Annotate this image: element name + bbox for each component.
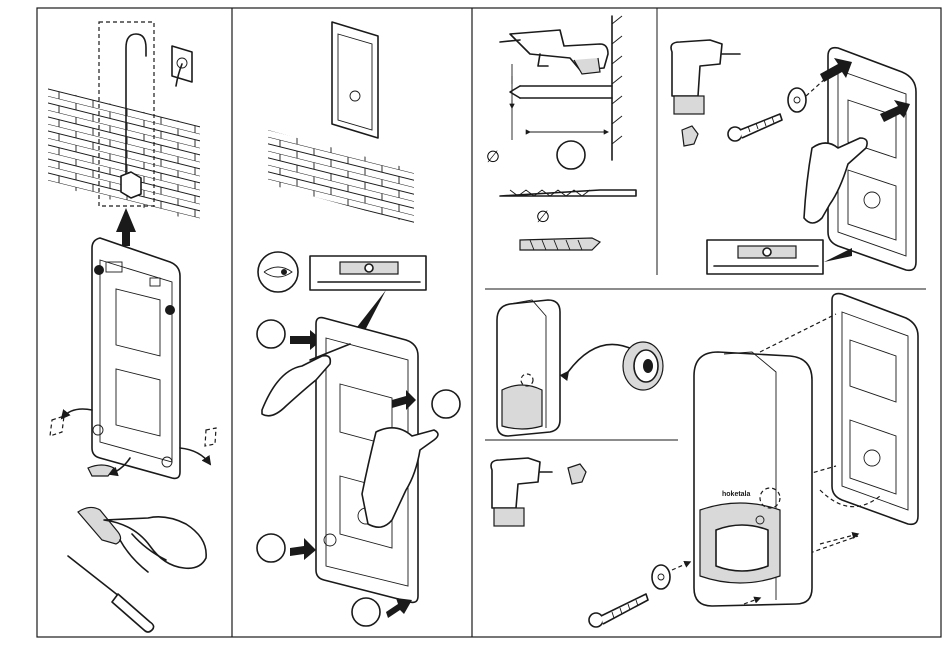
screw-icon	[728, 114, 782, 141]
panel-prepare-backplate	[48, 22, 216, 632]
depth-circle	[557, 141, 585, 169]
charger-housing-small	[497, 300, 560, 436]
step-circle-1	[257, 320, 322, 350]
cutting-pliers-icon	[78, 507, 206, 572]
up-arrow-icon	[116, 208, 136, 246]
masonry-drill-bit-icon	[500, 190, 636, 196]
spirit-level-icon-2	[707, 240, 852, 274]
panel-screw-backplate	[671, 40, 916, 274]
charger-housing-large	[694, 352, 812, 606]
brand-logo-text: hoketala	[722, 491, 751, 498]
brick-wall	[268, 130, 414, 224]
mounted-backplate-2	[832, 294, 918, 525]
screw-icon-2	[589, 594, 648, 627]
backplate-on-wall	[332, 22, 378, 138]
screwdriver-bit-icon	[682, 126, 698, 146]
panel-drill-holes: ∅ ∅	[486, 16, 636, 250]
wall-section	[612, 16, 622, 160]
diameter-symbol-2: ∅	[536, 209, 550, 226]
washer-icon	[788, 88, 806, 112]
step-circle-4	[352, 598, 412, 626]
screwdriver-bit-icon-2	[568, 464, 586, 484]
grommet-icon	[623, 342, 663, 390]
spirit-level-icon	[310, 256, 426, 290]
diameter-symbol: ∅	[486, 149, 500, 166]
wall-socket-icon	[172, 46, 192, 86]
panel-mark-holes	[257, 22, 460, 626]
wall-plug-icon	[520, 238, 600, 250]
cordless-drill-icon-2	[491, 458, 552, 526]
cordless-drill-icon	[671, 40, 740, 114]
backplate	[92, 238, 180, 478]
hammer-drill-icon	[500, 30, 608, 74]
step-circle-3	[257, 534, 316, 562]
washer-icon-2	[652, 565, 670, 589]
eye-icon	[258, 252, 298, 292]
screw-path-line	[806, 78, 826, 96]
drill-depth-dimension	[510, 64, 612, 140]
panel-insert-grommet	[491, 300, 663, 526]
screwdriver-icon	[68, 556, 154, 632]
brick-wall	[48, 88, 200, 222]
